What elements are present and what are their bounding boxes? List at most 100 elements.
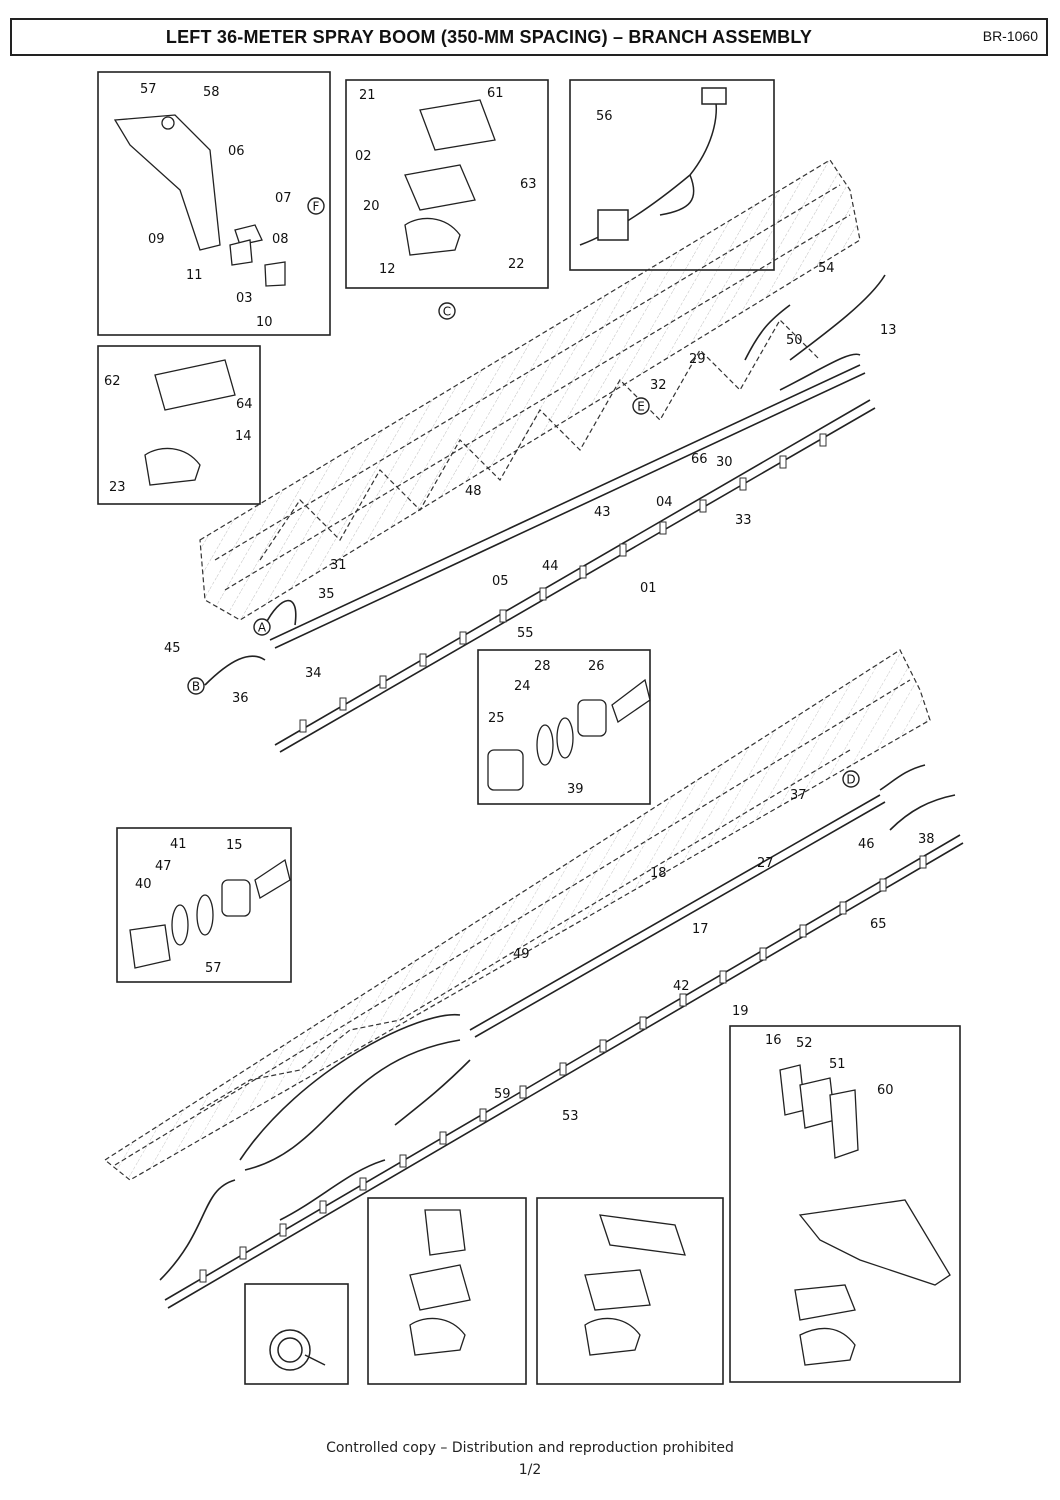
callout-31: 31	[330, 558, 347, 573]
callout-17: 17	[692, 922, 709, 937]
detail-box-fitting-36	[477, 649, 651, 805]
callout-26: 26	[588, 659, 605, 674]
callout-44: 44	[542, 559, 559, 574]
callout-20: 20	[363, 199, 380, 214]
detail-box-clamp-upper	[97, 345, 261, 505]
callout-32: 32	[650, 378, 667, 393]
callout-28: 28	[534, 659, 551, 674]
callout-52: 52	[796, 1036, 813, 1051]
callout-51: 51	[829, 1057, 846, 1072]
callout-54: 54	[818, 261, 835, 276]
callout-13: 13	[880, 323, 897, 338]
callout-37: 37	[790, 788, 807, 803]
detail-lower-clamp-parts	[584, 1214, 686, 1356]
detail-E-parts	[779, 1064, 951, 1366]
view-marker-B: B	[192, 680, 200, 694]
callout-10: 10	[256, 315, 273, 330]
detail-C-parts	[404, 99, 496, 256]
view-marker-C: C	[443, 305, 451, 319]
upper-boom-truss	[199, 159, 861, 621]
callout-38: 38	[918, 832, 935, 847]
callout-01: 01	[640, 581, 657, 596]
callout-14: 14	[235, 429, 252, 444]
callout-49: 49	[513, 947, 530, 962]
callout-48: 48	[465, 484, 482, 499]
view-marker-circle-A	[253, 618, 271, 636]
callout-56: 56	[596, 109, 613, 124]
callout-18: 18	[650, 866, 667, 881]
callout-42: 42	[673, 979, 690, 994]
view-marker-D: D	[846, 773, 855, 787]
lower-boom-truss	[103, 649, 931, 1181]
view-marker-circle-B	[187, 677, 205, 695]
title-block: LEFT 36-METER SPRAY BOOM (350-MM SPACING…	[10, 18, 1048, 56]
callout-02: 02	[355, 149, 372, 164]
callout-46: 46	[858, 837, 875, 852]
detail-box-clamp-lower	[536, 1197, 724, 1385]
detail-box-D	[367, 1197, 527, 1385]
callout-59: 59	[494, 1087, 511, 1102]
view-marker-circle-C	[438, 302, 456, 320]
callout-23: 23	[109, 480, 126, 495]
callout-40: 40	[135, 877, 152, 892]
callout-25: 25	[488, 711, 505, 726]
callout-04: 04	[656, 495, 673, 510]
callout-21: 21	[359, 88, 376, 103]
callout-53: 53	[562, 1109, 579, 1124]
callout-43: 43	[594, 505, 611, 520]
callout-15: 15	[226, 838, 243, 853]
callout-06: 06	[228, 144, 245, 159]
footer-notice: Controlled copy – Distribution and repro…	[326, 1440, 734, 1456]
upper-boom-pipes	[204, 274, 886, 753]
upper-boom-nozzles	[299, 433, 827, 733]
callout-19: 19	[732, 1004, 749, 1019]
callout-22: 22	[508, 257, 525, 272]
callout-11: 11	[186, 268, 203, 283]
callout-41: 41	[170, 837, 187, 852]
callout-33: 33	[735, 513, 752, 528]
detail-box-C	[345, 79, 549, 289]
callout-64: 64	[236, 397, 253, 412]
callout-55: 55	[517, 626, 534, 641]
detail-box-fitting-27	[116, 827, 292, 983]
callout-58: 58	[203, 85, 220, 100]
detail-box-F	[97, 71, 331, 336]
callout-57: 57	[205, 961, 222, 976]
view-marker-circle-F	[307, 197, 325, 215]
callout-05: 05	[492, 574, 509, 589]
callout-36: 36	[232, 691, 249, 706]
detail-59-clip	[269, 1329, 326, 1371]
callout-16: 16	[765, 1033, 782, 1048]
callout-08: 08	[272, 232, 289, 247]
callout-62: 62	[104, 374, 121, 389]
page-number: 1/2	[518, 1462, 542, 1478]
view-marker-F: F	[313, 200, 320, 214]
callout-27: 27	[757, 856, 774, 871]
page-title: LEFT 36-METER SPRAY BOOM (350-MM SPACING…	[165, 27, 813, 47]
callout-39: 39	[567, 782, 584, 797]
view-marker-circle-D	[842, 770, 860, 788]
callout-57: 57	[140, 82, 157, 97]
detail-box-E	[729, 1025, 961, 1383]
callout-12: 12	[379, 262, 396, 277]
callout-61: 61	[487, 86, 504, 101]
view-marker-E: E	[637, 400, 645, 414]
callout-35: 35	[318, 587, 335, 602]
callout-47: 47	[155, 859, 172, 874]
view-marker-A: A	[258, 621, 267, 635]
view-markers: F C E A B D	[187, 197, 860, 788]
detail-upper-clamp-parts	[144, 359, 236, 486]
detail-D-parts	[409, 1209, 471, 1356]
callout-45: 45	[164, 641, 181, 656]
callout-07: 07	[275, 191, 292, 206]
detail-22-hose	[579, 87, 727, 246]
callout-29: 29	[689, 352, 706, 367]
callout-65: 65	[870, 917, 887, 932]
callout-24: 24	[514, 679, 531, 694]
lower-boom-nozzles	[199, 855, 927, 1283]
document-id: BR-1060	[982, 28, 1038, 44]
view-marker-circle-E	[632, 397, 650, 415]
callout-60: 60	[877, 1083, 894, 1098]
